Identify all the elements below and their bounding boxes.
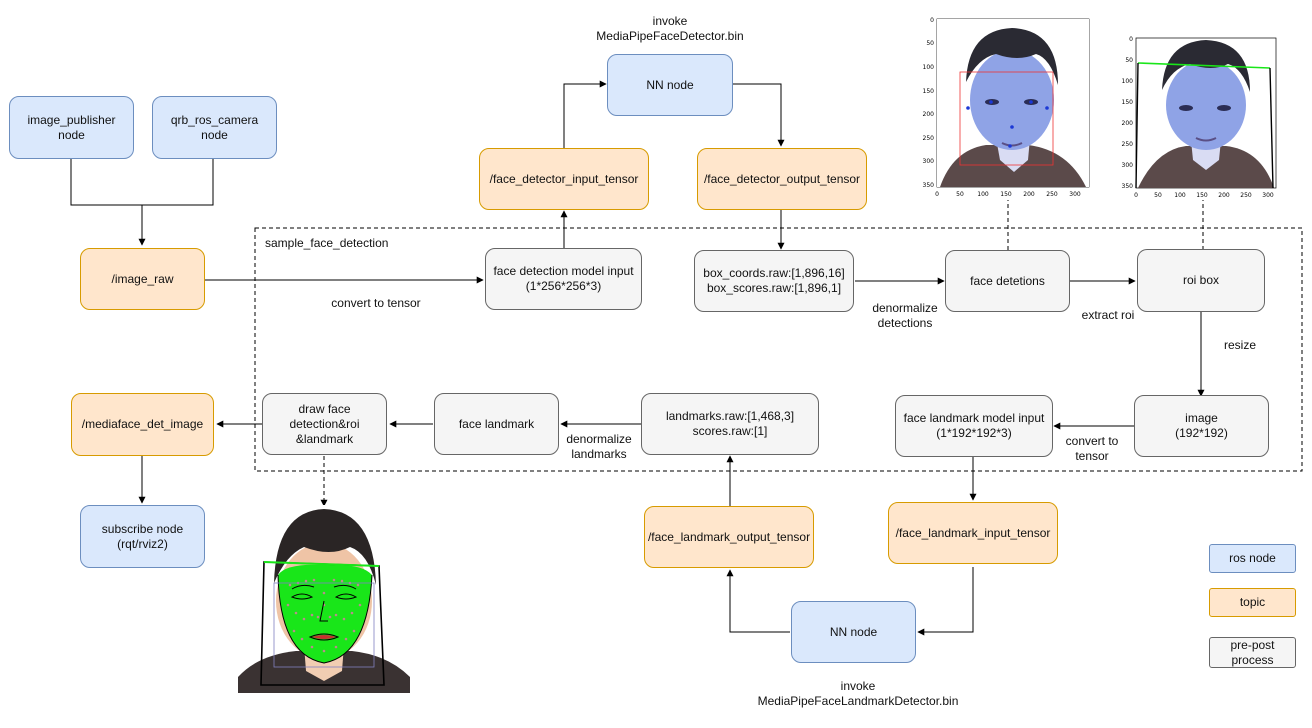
keypoint xyxy=(1008,144,1012,148)
keypoint xyxy=(966,106,970,110)
y-tick: 300 xyxy=(1122,162,1134,169)
y-tick: 100 xyxy=(923,64,935,71)
extract-roi-label: extract roi xyxy=(1081,308,1135,322)
image-192-process: image (192*192) xyxy=(1134,395,1269,457)
x-tick: 250 xyxy=(1046,191,1058,198)
legend-topic: topic xyxy=(1209,588,1296,617)
keypoint xyxy=(989,100,993,104)
x-tick: 150 xyxy=(1000,191,1012,198)
x-tick: 50 xyxy=(1154,192,1162,199)
roi-box-process: roi box xyxy=(1137,249,1265,312)
x-tick: 200 xyxy=(1218,192,1230,199)
plot1-y-ticks: 0 50 100 150 200 250 300 350 xyxy=(923,17,935,189)
face-detector-input-tensor-topic: /face_detector_input_tensor xyxy=(479,148,649,210)
face-detector-output-tensor-topic: /face_detector_output_tensor xyxy=(697,148,867,210)
x-tick: 300 xyxy=(1069,191,1081,198)
process-boundary xyxy=(254,227,1303,472)
face-landmark-process: face landmark xyxy=(434,393,559,455)
nn-node-detector: NN node xyxy=(607,54,733,116)
y-tick: 250 xyxy=(1122,141,1134,148)
y-tick: 50 xyxy=(926,40,934,47)
result-hair xyxy=(274,509,376,585)
y-tick: 350 xyxy=(923,182,935,189)
face-detection-plot: 0 50 100 150 200 250 300 350 0 50 100 15… xyxy=(918,10,1100,200)
result-roi-top xyxy=(263,561,380,567)
x-tick: 100 xyxy=(1174,192,1186,199)
convert-to-tensor-2-label: convert to tensor xyxy=(1065,434,1119,463)
y-tick: 50 xyxy=(1125,57,1133,64)
y-tick: 0 xyxy=(930,17,934,24)
face-detection-model-input-process: face detection model input (1*256*256*3) xyxy=(485,248,642,310)
mediaface-det-image-topic: /mediaface_det_image xyxy=(71,393,214,456)
edge-publisher-to-raw xyxy=(70,159,214,206)
x-tick: 100 xyxy=(977,191,989,198)
plot1-x-ticks: 0 50 100 150 200 250 300 xyxy=(935,191,1081,198)
y-tick: 300 xyxy=(923,158,935,165)
x-tick: 50 xyxy=(956,191,964,198)
edge-nn-to-lmoutput xyxy=(726,569,790,633)
convert-to-tensor-label: convert to tensor xyxy=(331,296,421,310)
x-tick: 250 xyxy=(1240,192,1252,199)
face-detections-process: face detetions xyxy=(945,250,1070,312)
x-tick: 150 xyxy=(1196,192,1208,199)
face-landmark-output-tensor-topic: /face_landmark_output_tensor xyxy=(644,506,814,568)
landmark-dots xyxy=(286,578,362,653)
y-tick: 200 xyxy=(1122,120,1134,127)
image-raw-topic: /image_raw xyxy=(80,248,205,310)
roi-plot: 0 50 100 150 200 250 300 350 0 50 100 15… xyxy=(1116,30,1286,200)
detection-box xyxy=(959,71,1054,166)
roi-top-edge xyxy=(1137,62,1271,69)
resize-label: resize xyxy=(1223,338,1256,352)
keypoint xyxy=(1029,100,1033,104)
y-tick: 0 xyxy=(1129,36,1133,43)
invoke-detector-label: invoke MediaPipeFaceDetector.bin xyxy=(596,14,744,43)
edge-tensor-to-nn xyxy=(563,80,607,148)
invoke-landmark-label: invoke MediaPipeFaceLandmarkDetector.bin xyxy=(757,679,959,708)
y-tick: 100 xyxy=(1122,78,1134,85)
box-coords-process: box_coords.raw:[1,896,16] box_scores.raw… xyxy=(694,250,854,312)
landmarks-raw-process: landmarks.raw:[1,468,3] scores.raw:[1] xyxy=(641,393,819,455)
draw-face-process: draw face detection&roi &landmark xyxy=(262,393,387,455)
qrb-ros-camera-node: qrb_ros_camera node xyxy=(152,96,277,159)
edge-lmtensor-to-nn xyxy=(917,567,974,636)
x-tick: 200 xyxy=(1023,191,1035,198)
roi-sides xyxy=(1135,62,1274,189)
result-lips xyxy=(312,635,336,639)
subscribe-node: subscribe node (rqt/rviz2) xyxy=(80,505,205,568)
x-tick: 300 xyxy=(1262,192,1274,199)
y-tick: 150 xyxy=(923,88,935,95)
image-publisher-node: image_publisher node xyxy=(9,96,134,159)
face-landmark-model-input-process: face landmark model input (1*192*192*3) xyxy=(895,395,1053,457)
x-tick: 0 xyxy=(1134,192,1138,199)
edge-nn-to-output xyxy=(733,83,785,147)
y-tick: 350 xyxy=(1122,183,1134,190)
landmark-result-image xyxy=(238,505,410,693)
nn-node-landmark: NN node xyxy=(791,601,916,663)
legend-pre-post-process: pre-post process xyxy=(1209,637,1296,668)
face-landmark-input-tensor-topic: /face_landmark_input_tensor xyxy=(888,502,1058,564)
face-outline xyxy=(277,574,373,664)
y-tick: 150 xyxy=(1122,99,1134,106)
x-tick: 0 xyxy=(935,191,939,198)
denormalize-landmarks-label: denormalize landmarks xyxy=(566,432,632,461)
sample-face-detection-label: sample_face_detection xyxy=(265,236,389,250)
plot2-y-ticks: 0 50 100 150 200 250 300 350 xyxy=(1122,36,1134,190)
denormalize-detections-label: denormalize detections xyxy=(872,301,938,330)
keypoint xyxy=(1045,106,1049,110)
face-portrait xyxy=(937,19,1089,187)
keypoint xyxy=(1010,125,1014,129)
y-tick: 250 xyxy=(923,135,935,142)
result-detection-box xyxy=(273,582,375,668)
plot2-x-ticks: 0 50 100 150 200 250 300 xyxy=(1134,192,1274,199)
legend-ros-node: ros node xyxy=(1209,544,1296,573)
y-tick: 200 xyxy=(923,111,935,118)
